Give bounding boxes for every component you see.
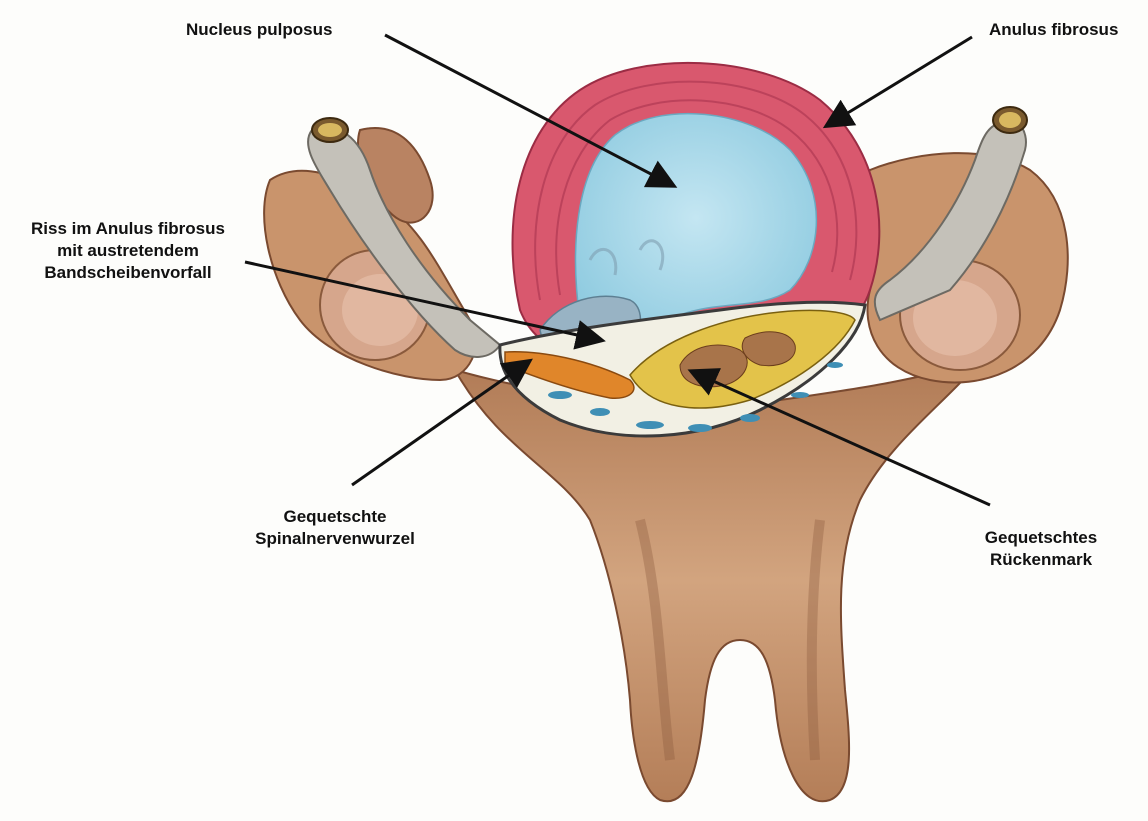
label-nucleus-pulposus: Nucleus pulposus (186, 19, 332, 41)
label-gequetschte-spinalnervenwurzel: Gequetschte Spinalnervenwurzel (235, 506, 435, 550)
arrow-anulus-fibrosus (828, 37, 972, 125)
label-anulus-fibrosus: Anulus fibrosus (989, 19, 1118, 41)
label-riss-im-anulus-fibrosus: Riss im Anulus fibrosus mit austretendem… (8, 218, 248, 284)
label-gequetschtes-rueckenmark: Gequetschtes Rückenmark (966, 527, 1116, 571)
